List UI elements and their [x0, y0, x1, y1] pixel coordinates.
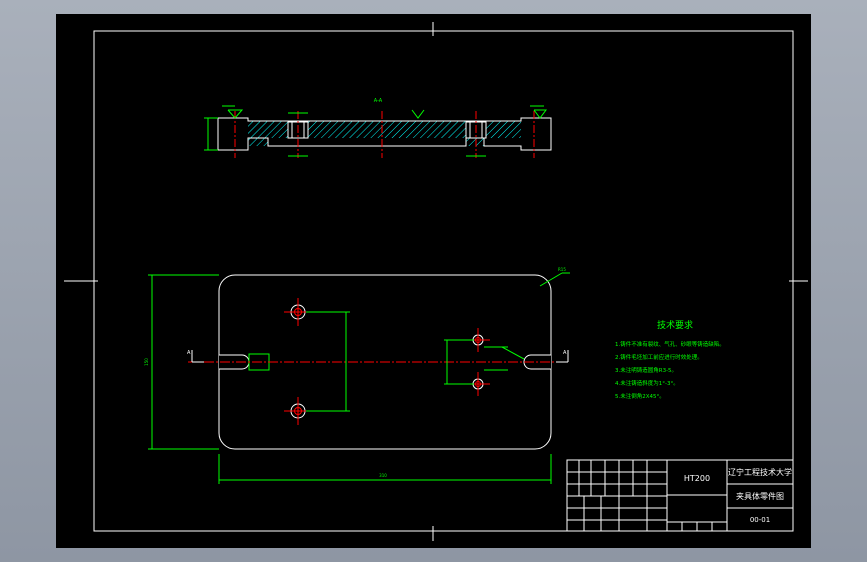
tech-line-5: 5.未注倒角2X45°。	[615, 392, 665, 400]
part-name: 夹具体零件图	[736, 491, 784, 501]
tech-requirements: 技术要求 1.铸件不准有裂纹、气孔、砂眼等铸造缺陷。 2.铸件毛坯加工前应进行时…	[615, 319, 725, 400]
centering-marks	[64, 22, 808, 541]
title-block	[566, 459, 794, 532]
corner-callout: R15	[558, 267, 566, 272]
cad-drawing: A-A	[64, 22, 808, 541]
section-label: A-A	[374, 98, 383, 104]
tech-line-4: 4.未注铸造斜度为1°-3°。	[615, 379, 679, 387]
overall-length-dim: 310	[379, 473, 387, 478]
drawing-number: 00-01	[750, 516, 770, 524]
hole-top-left	[284, 298, 312, 326]
plan-view: A A 310 150 R15	[144, 267, 570, 484]
tech-title: 技术要求	[657, 319, 693, 331]
drawing-sheet: A-A	[56, 14, 811, 548]
section-cut-markers	[191, 350, 569, 363]
section-mark-left: A	[187, 350, 191, 356]
material-label: HT200	[684, 474, 710, 483]
plan-dimensions	[148, 272, 570, 484]
section-outline	[217, 117, 552, 151]
inner-border	[93, 30, 794, 532]
section-mark-right: A	[563, 350, 567, 356]
overall-width-dim: 150	[144, 358, 149, 366]
section-hatch-fill-3	[466, 138, 484, 146]
school-name: 辽宁工程技术大学	[728, 467, 792, 477]
section-view: A-A	[204, 98, 552, 158]
section-hatch-fill-2	[248, 138, 268, 146]
tech-line-3: 3.未注明铸造圆角R3-5。	[615, 366, 677, 374]
tech-line-1: 1.铸件不准有裂纹、气孔、砂眼等铸造缺陷。	[615, 340, 725, 348]
section-hatch-fill	[248, 121, 521, 138]
tech-line-2: 2.铸件毛坯加工前应进行时效处理。	[615, 353, 703, 361]
